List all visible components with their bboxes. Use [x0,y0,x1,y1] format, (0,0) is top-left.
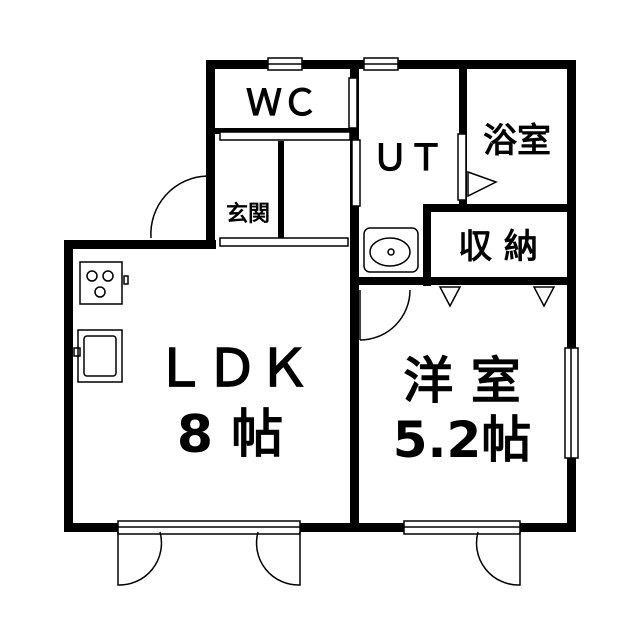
label-wc: ＷＣ [246,83,318,124]
label-western-size: 5.2帖 [393,411,532,469]
door-bath-sliding [457,133,467,201]
door-western-bottom-swing [475,531,521,586]
door-wc-sliding [219,131,351,141]
door-entrance-swing [150,175,208,239]
door-western-swing [359,289,411,341]
label-ldk-size: 8 帖 [177,405,283,465]
door-entrance-sliding [219,237,349,247]
stove [79,261,123,305]
wash-basin [363,227,419,273]
wall-western-top [350,277,576,285]
label-entrance: 玄関 [226,201,270,227]
room-labels: ＷＣ ＵＴ 浴室 玄関 収 納 ＬＤＫ 8 帖 洋 室 5.2帖 [154,83,551,469]
wall-storage-top [423,204,576,212]
sliding-doors [219,77,467,247]
door-swings [117,170,556,586]
wall-top-ldk [64,240,216,249]
label-storage: 収 納 [458,227,538,267]
wall-left-ldk [64,240,73,532]
wall-center-vertical [350,60,359,532]
label-ldk-name: ＬＤＫ [154,339,310,399]
door-storage-left [438,286,462,308]
wall-left-upper [206,60,215,242]
label-ut: ＵＴ [372,138,444,179]
door-wc-ut-sliding [348,77,358,129]
door-ldk-right-swing [255,531,301,586]
door-bath-indicator [467,170,498,198]
wall-storage-left [423,204,431,286]
door-ldk-left-swing [117,531,163,586]
door-ut-sliding [351,139,361,207]
label-bath: 浴室 [483,121,551,161]
wall-bottom [64,523,576,532]
door-storage-right [532,286,556,308]
wall-right [567,60,576,532]
wall-entrance-right [278,141,284,241]
fixtures [73,227,419,383]
wall-wc-bottom [206,128,356,134]
windows [117,57,579,535]
label-western-name: 洋 室 [403,352,520,410]
